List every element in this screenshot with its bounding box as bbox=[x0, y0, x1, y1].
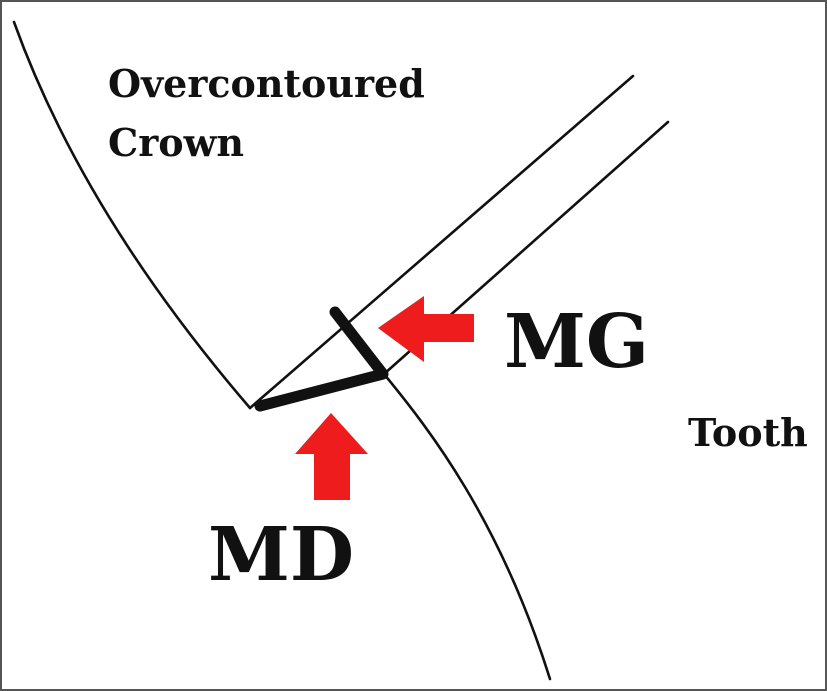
mg-label: MG bbox=[504, 299, 649, 385]
md-arrow bbox=[295, 413, 368, 500]
crown-outline bbox=[12, 20, 252, 410]
margin-marker bbox=[254, 306, 389, 412]
crown-margin-edge bbox=[248, 74, 635, 410]
mg-arrow bbox=[378, 296, 474, 362]
md-label: MD bbox=[208, 512, 354, 598]
tooth-surface-line bbox=[382, 120, 670, 681]
tooth-label: Tooth bbox=[688, 410, 808, 455]
crown-label-line1: Overcontoured bbox=[108, 61, 425, 106]
crown-label-line2: Crown bbox=[108, 120, 244, 165]
